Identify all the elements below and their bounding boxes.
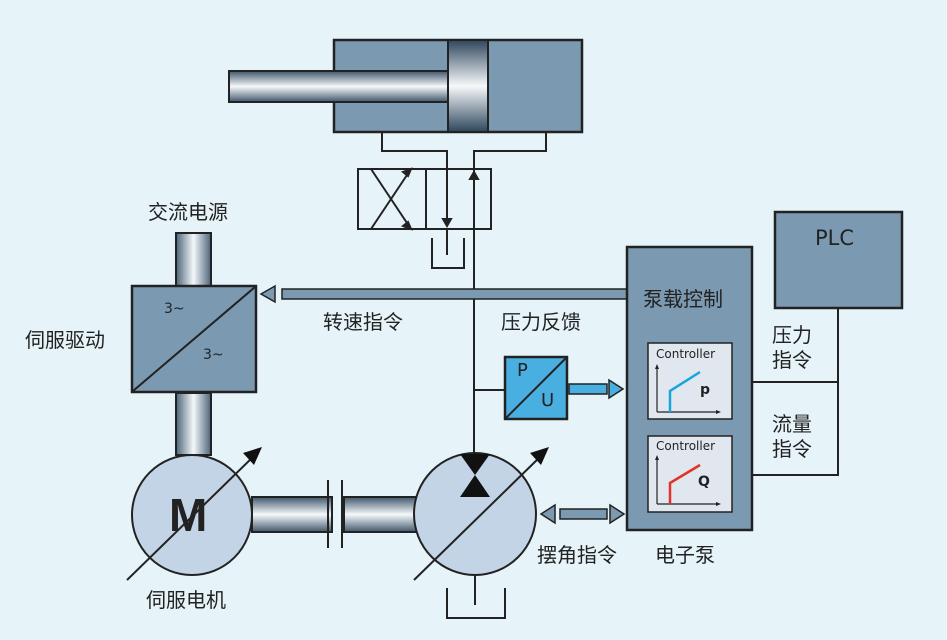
swing-command-label: 摆角指令: [537, 543, 617, 567]
pressure-feedback-label: 压力反馈: [501, 310, 581, 334]
motor-shaft: [251, 496, 333, 533]
pressure-controller-title: Controller: [656, 347, 716, 361]
electronic-pump-label: 电子泵: [655, 543, 715, 567]
pump-tank-icon: [446, 588, 506, 619]
speed-command-arrow: [259, 284, 628, 304]
drive-motor-pipe: [175, 392, 212, 456]
ac-power-pipe: [175, 232, 212, 288]
flow-controller-title: Controller: [656, 439, 716, 453]
servo-drive: [130, 284, 258, 394]
pressure-transducer: [503, 355, 569, 421]
pump-control-label: 泵载控制: [643, 287, 723, 311]
cylinder-lines: [381, 132, 547, 370]
flow-controller-variable: Q: [698, 474, 710, 490]
swing-command-arrow: [539, 503, 626, 525]
transducer-p-label: P: [517, 360, 528, 381]
hydraulic-cylinder: [228, 38, 584, 134]
drive-input-phase: 3~: [164, 301, 185, 317]
valve-tank-icon: [431, 238, 465, 269]
pump-triangle-bottom: [460, 475, 490, 497]
speed-command-label: 转速指令: [323, 310, 403, 334]
flow-curve: [668, 463, 701, 504]
flow-controller: [647, 435, 733, 513]
pump-shaft: [343, 496, 421, 533]
servo-motor: [126, 447, 262, 581]
transducer-u-label: U: [541, 390, 555, 411]
pressure-feedback-arrow: [568, 378, 625, 400]
plc-command-lines: [752, 308, 839, 476]
flow-command-line2: 指令: [772, 437, 812, 461]
drive-output-phase: 3~: [203, 347, 224, 363]
plc-label: PLC: [815, 226, 855, 250]
pressure-command-label: 压力 指令: [772, 323, 812, 373]
pressure-command-line2: 指令: [772, 348, 812, 372]
variable-arrow-icon: [413, 454, 543, 581]
pressure-controller-variable: p: [700, 382, 711, 398]
directional-valve: [357, 167, 492, 231]
flow-command-label: 流量 指令: [772, 412, 812, 462]
plc-block: [773, 210, 904, 310]
servo-drive-label: 伺服驱动: [25, 328, 105, 352]
ac-power-label: 交流电源: [148, 200, 228, 224]
variable-arrow-icon: [126, 454, 256, 581]
servo-motor-label: 伺服电机: [146, 588, 226, 612]
hydraulic-pump: [413, 447, 549, 619]
flow-command-line1: 流量: [772, 412, 812, 436]
piston-rod: [228, 70, 450, 103]
pump-triangle-top: [460, 454, 490, 475]
piston: [447, 39, 489, 133]
pressure-controller: [647, 342, 733, 420]
motor-symbol: M: [169, 489, 208, 541]
pressure-command-line1: 压力: [772, 323, 812, 347]
pressure-curve: [668, 370, 701, 412]
